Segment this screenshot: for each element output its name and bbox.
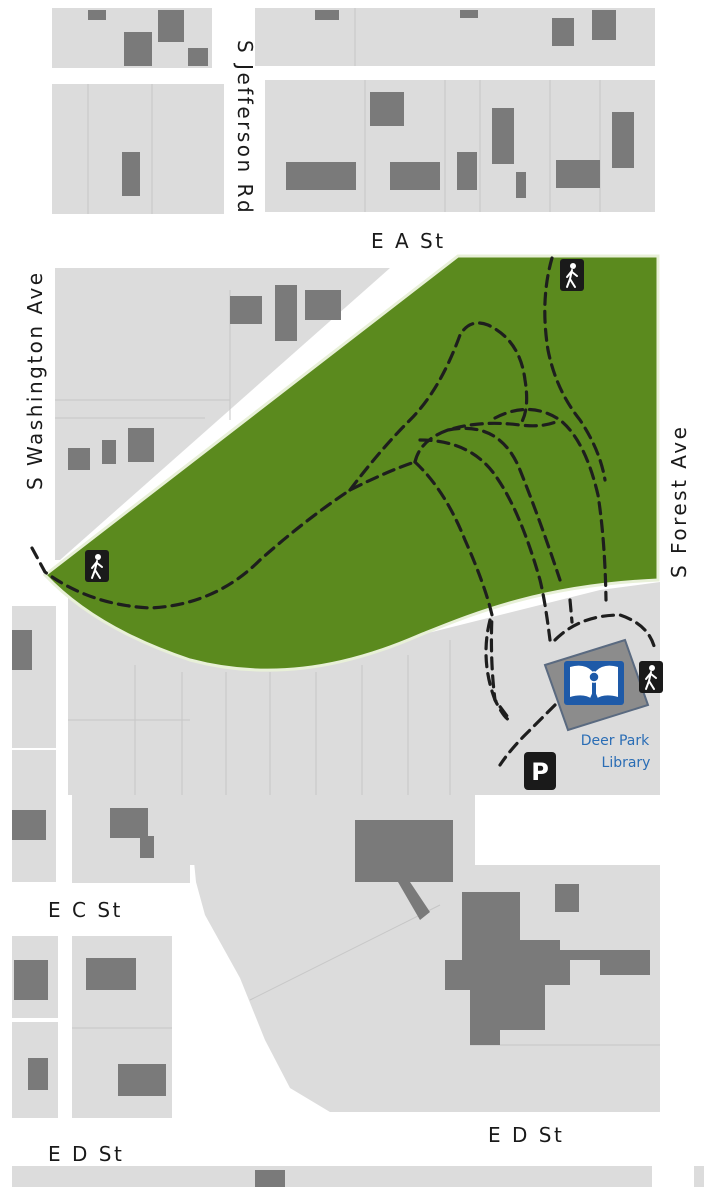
buildings xyxy=(12,10,650,1187)
lot-lines xyxy=(55,8,660,1046)
library-building xyxy=(543,638,650,732)
block-bottom-right-edge xyxy=(694,1166,704,1187)
street-label-forest: S Forest Ave xyxy=(667,425,691,578)
street-label-c-st: E C St xyxy=(48,898,123,922)
street-label-jefferson: S Jefferson Rd xyxy=(233,40,257,215)
parking-letter: P xyxy=(531,758,549,786)
hiker-icon[interactable] xyxy=(560,259,584,291)
parking-sign-icon[interactable]: P xyxy=(524,752,556,790)
street-label-washington: S Washington Ave xyxy=(23,270,47,490)
hiker-icon[interactable] xyxy=(85,550,109,582)
library-label-line2[interactable]: Library xyxy=(602,755,651,771)
block-school xyxy=(188,800,660,1112)
street-label-d-st-east: E D St xyxy=(488,1123,564,1147)
street-label-d-st-west: E D St xyxy=(48,1142,124,1166)
hiker-icon[interactable] xyxy=(639,661,663,693)
block-bottom-strip xyxy=(12,1166,652,1187)
block-far-left-1 xyxy=(12,606,56,748)
block-upper-right xyxy=(265,80,655,212)
walking-trails xyxy=(30,256,657,767)
street-label-a-st: E A St xyxy=(371,229,446,253)
block-park-west xyxy=(55,268,390,560)
library-book-reader-icon xyxy=(564,661,624,705)
library-label-line1[interactable]: Deer Park xyxy=(581,733,650,749)
deer-park-green xyxy=(42,254,660,672)
